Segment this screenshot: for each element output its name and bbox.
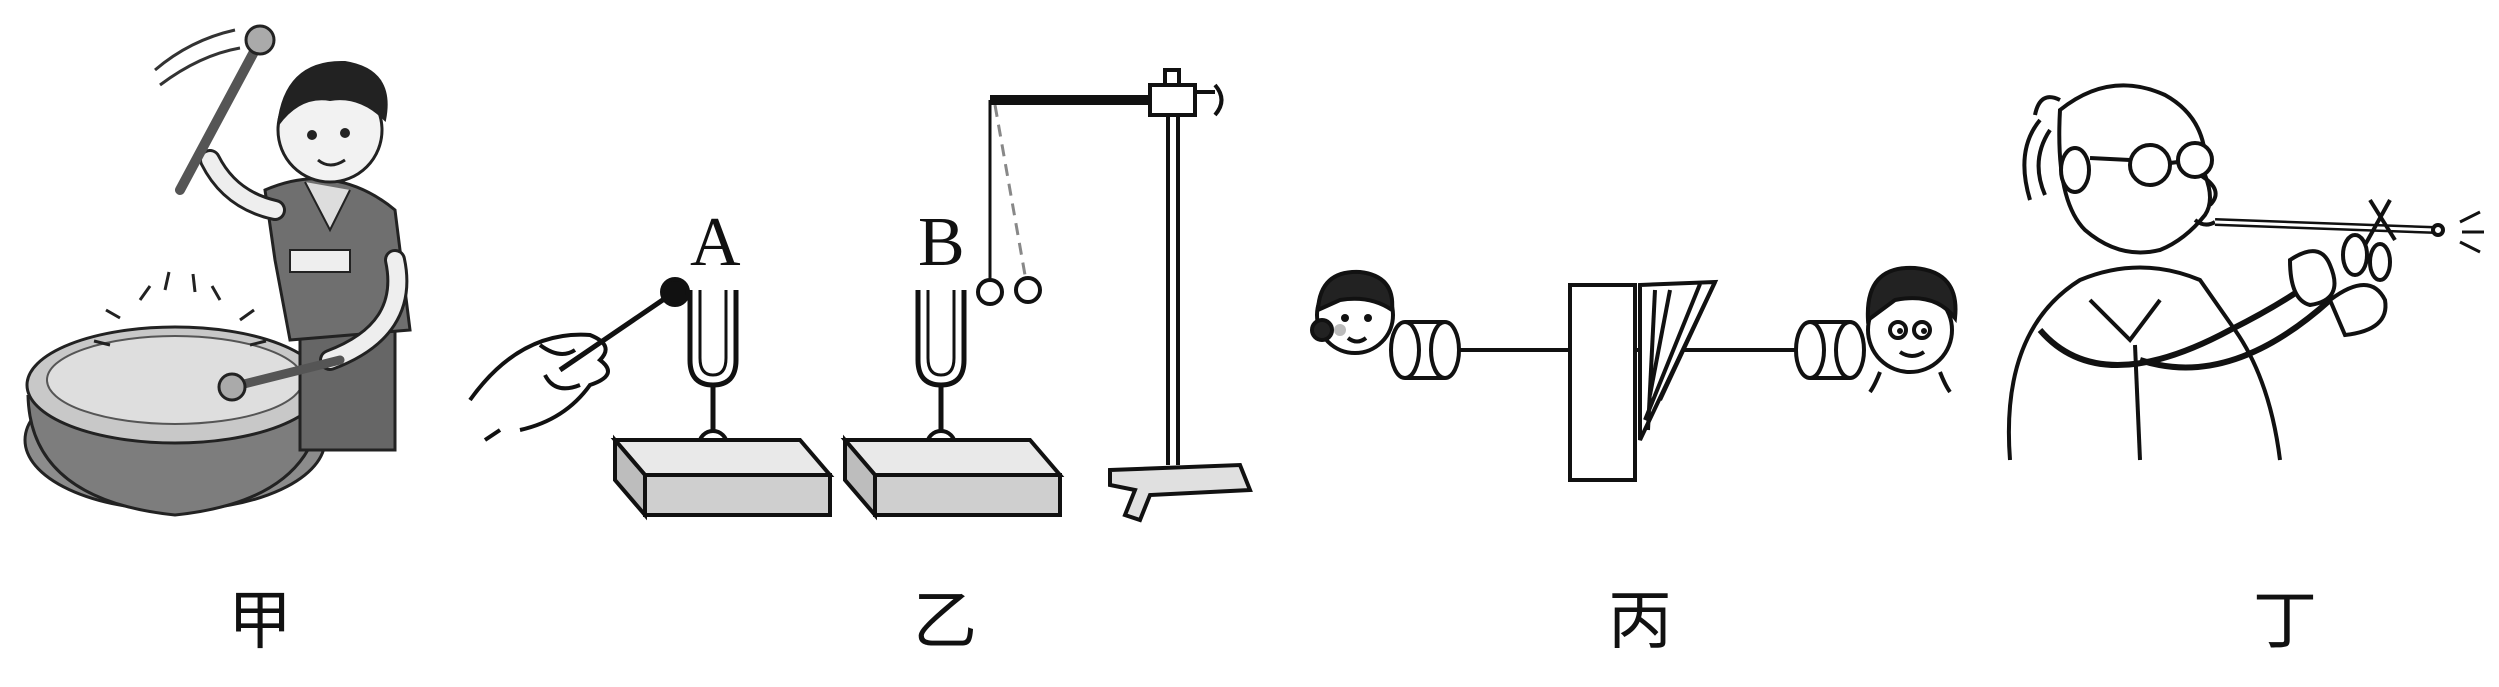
fork-b-label: B <box>918 204 965 281</box>
panel-label-ding: 丁 <box>2253 585 2317 659</box>
tuning-fork-apparatus: A B <box>468 68 1253 523</box>
tuning-fork-a <box>610 290 835 521</box>
hand-with-mallet-icon <box>468 277 690 442</box>
fork-a-label: A <box>690 204 741 281</box>
girl-face-icon <box>1310 269 1395 355</box>
panel-label-yi: 乙 <box>913 585 977 659</box>
boy-face-icon <box>1865 265 1958 394</box>
drummer-boy-illustration <box>23 24 412 517</box>
man-playing-straw-whistle-illustration <box>2006 83 2484 461</box>
string-telephone-illustration <box>1310 265 1958 482</box>
panel-label-bing: 丙 <box>1608 585 1672 659</box>
tuning-fork-b <box>840 290 1065 521</box>
panel-label-jia: 甲 <box>228 585 292 659</box>
scissors-icon <box>2341 198 2397 282</box>
